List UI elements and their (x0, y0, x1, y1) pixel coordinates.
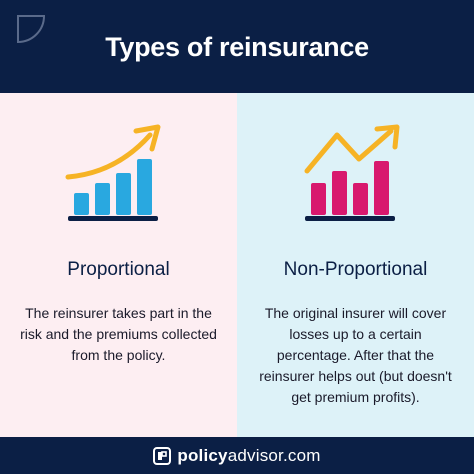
page-title: Types of reinsurance (105, 32, 369, 62)
proportional-description: The reinsurer takes part in the risk and… (20, 305, 217, 363)
proportional-heading: Proportional (67, 259, 170, 280)
panel-non-proportional: Non-Proportional The original insurer wi… (237, 93, 474, 437)
footer-brand-bar: policyadvisor.com (0, 437, 474, 474)
brand-name-rest: advisor.com (227, 445, 321, 465)
brand-name: policyadvisor.com (177, 446, 320, 466)
quarter-circle-logo-icon (17, 15, 46, 44)
brand-name-bold: policy (177, 445, 228, 465)
policyadvisor-logo-icon (153, 446, 172, 465)
zigzag-bar-chart-icon (304, 124, 399, 221)
panel-proportional: Proportional The reinsurer takes part in… (0, 93, 237, 437)
non-proportional-heading: Non-Proportional (283, 259, 428, 280)
header-banner: Types of reinsurance (0, 0, 474, 93)
non-proportional-description: The original insurer will cover losses u… (259, 305, 452, 405)
rising-bar-chart-icon (65, 124, 160, 221)
